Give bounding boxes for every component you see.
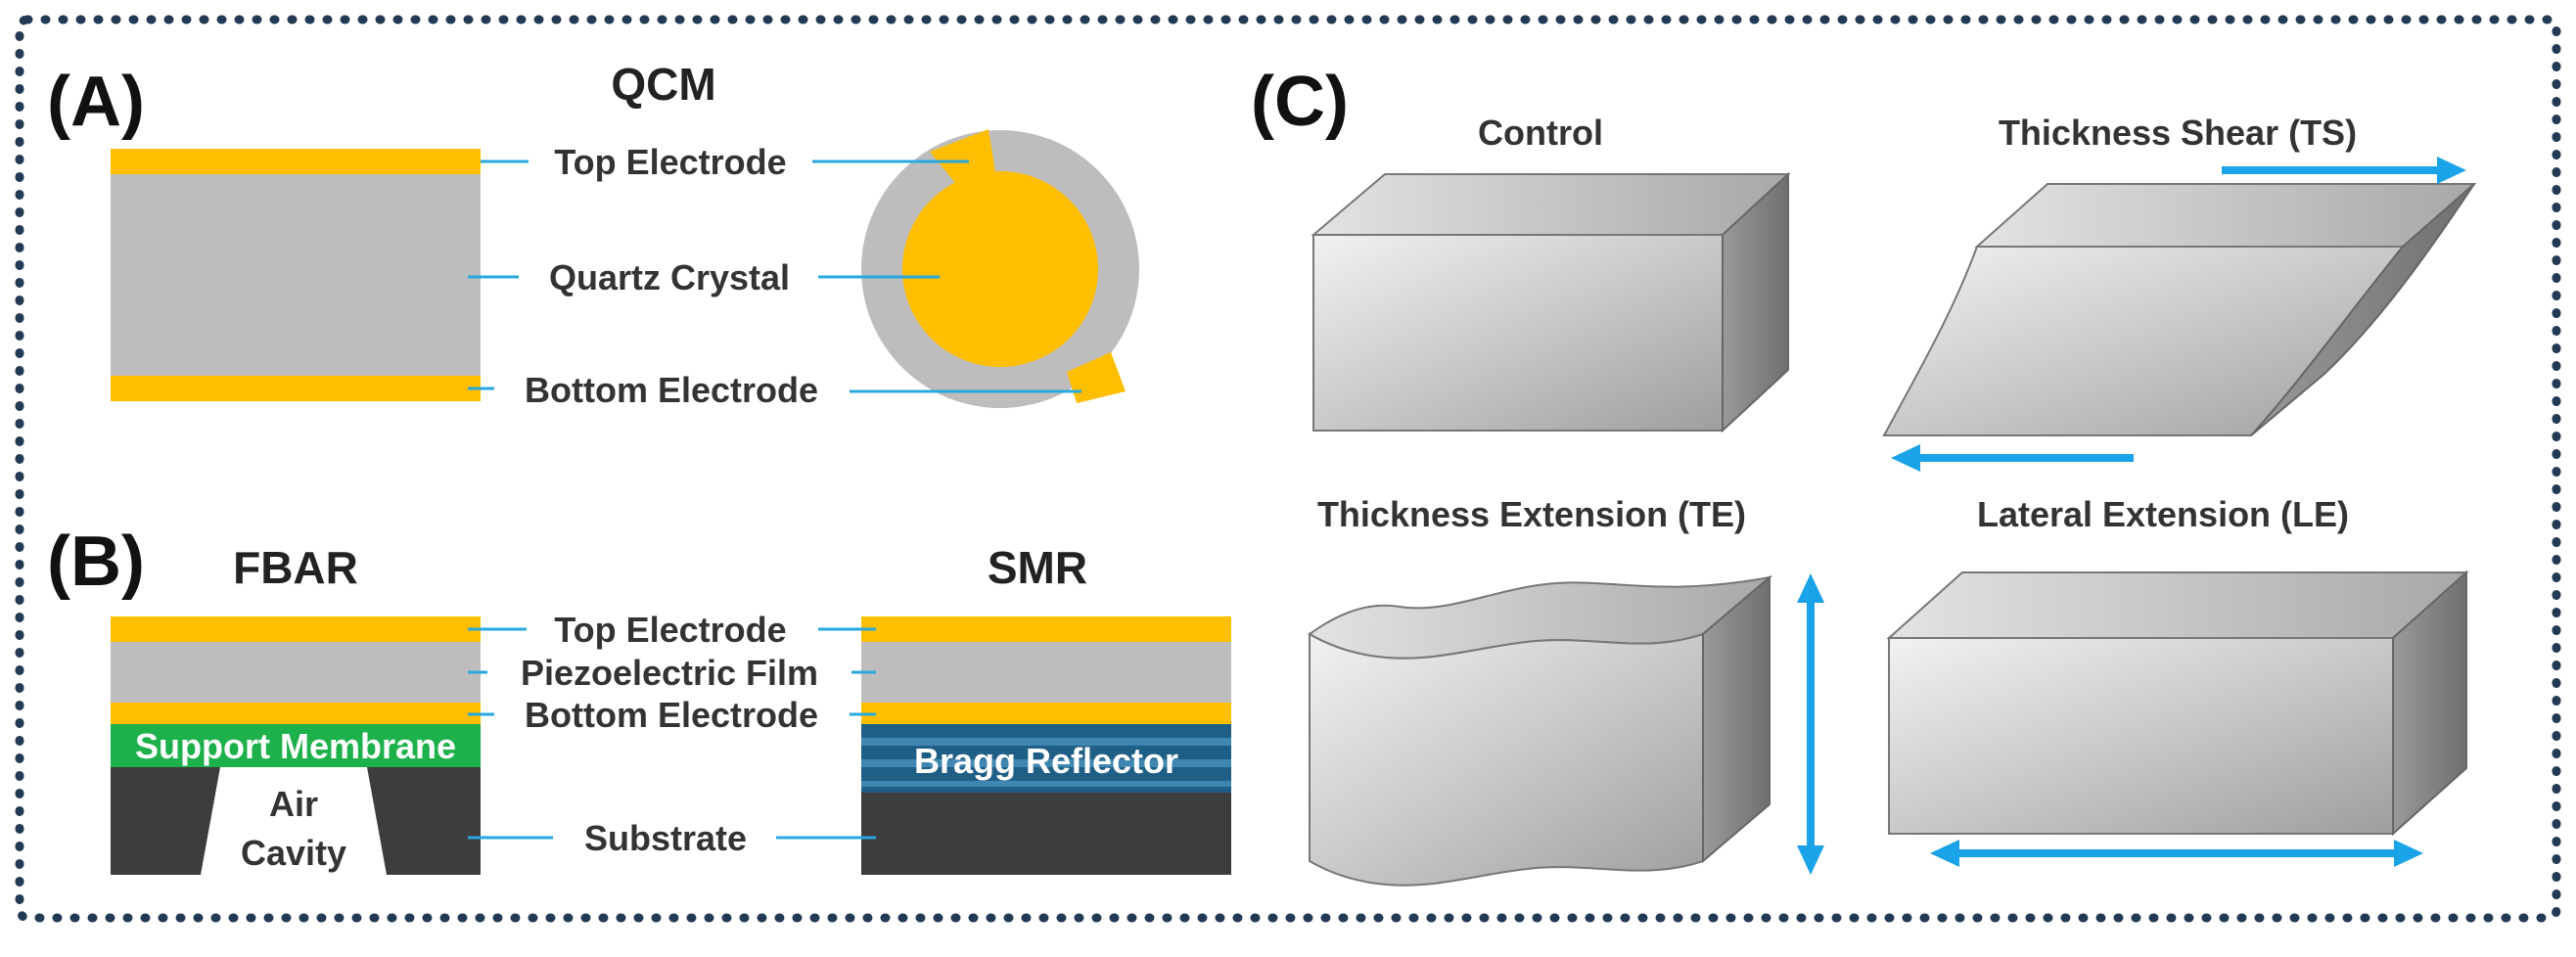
fbar-air-cavity-label-2: Cavity: [241, 833, 346, 873]
smr-bragg-reflector-label: Bragg Reflector: [914, 741, 1178, 781]
smr-title: SMR: [988, 542, 1087, 593]
panel-a-qcm: (A) QCM Top Electrode Quartz Crystal Bot…: [47, 59, 1139, 410]
mode-label-lateral-extension: Lateral Extension (LE): [1977, 494, 2349, 534]
smr-bragg-stripe-1: [861, 738, 1231, 746]
shear-arrow-top: [2222, 157, 2466, 184]
qcm-label-bottom-electrode: Bottom Electrode: [525, 370, 818, 410]
shear-arrow-bottom: [1891, 444, 2134, 472]
extension-arrow-horizontal: [1930, 840, 2423, 867]
baw-label-substrate: Substrate: [584, 818, 747, 858]
panel-b-letter: (B): [47, 523, 145, 601]
qcm-top-electrode-layer: [111, 149, 481, 174]
panel-c-modes: (C) Control Thickness Shear (TS) Thickne…: [1251, 63, 2477, 887]
fbar-title: FBAR: [233, 542, 358, 593]
crystal-control-side: [1722, 171, 1789, 433]
qcm-label-quartz-crystal: Quartz Crystal: [549, 257, 790, 297]
crystal-te-front: [1309, 632, 1704, 887]
crystal-te-side: [1702, 574, 1771, 864]
qcm-disk-top-electrode: [902, 171, 1098, 367]
crystal-ts-front: [1882, 246, 2406, 436]
mode-label-thickness-extension: Thickness Extension (TE): [1317, 494, 1746, 534]
smr-bragg-stripe-2: [861, 759, 1231, 767]
baw-label-top-electrode: Top Electrode: [554, 610, 786, 650]
baw-label-bottom-electrode: Bottom Electrode: [525, 695, 818, 735]
dotted-frame: [15, 15, 2561, 923]
panel-c-letter: (C): [1251, 63, 1349, 141]
smr-bragg-stripe-3: [861, 781, 1231, 787]
smr-substrate: [861, 793, 1231, 875]
crystal-control: [1311, 171, 1791, 433]
qcm-bottom-electrode-layer: [111, 376, 481, 401]
panel-a-letter: (A): [47, 63, 145, 141]
crystal-le-front: [1888, 637, 2394, 835]
crystal-ts-side: [2250, 183, 2475, 436]
fbar-support-membrane: [111, 724, 481, 767]
fbar-support-membrane-label: Support Membrane: [135, 726, 456, 766]
crystal-control-front: [1312, 234, 1724, 432]
smr-top-electrode: [861, 616, 1231, 642]
qcm-label-top-electrode: Top Electrode: [554, 142, 786, 182]
baw-label-piezo-film: Piezoelectric Film: [521, 653, 818, 693]
mode-label-control: Control: [1478, 113, 1603, 153]
crystal-thickness-extension: [1308, 574, 1773, 887]
smr-piezo-film: [861, 642, 1231, 703]
crystal-le-side: [2392, 570, 2467, 837]
smr-bottom-electrode: [861, 703, 1231, 724]
fbar-air-cavity-label-1: Air: [269, 784, 318, 824]
mode-label-thickness-shear: Thickness Shear (TS): [1999, 113, 2357, 153]
fbar-air-cavity: [201, 767, 387, 875]
fbar-piezo-film: [111, 642, 481, 703]
crystal-le-top: [1886, 571, 2469, 639]
crystal-control-top: [1311, 173, 1791, 236]
crystal-lateral-extension: [1886, 570, 2469, 837]
qcm-title: QCM: [611, 59, 715, 110]
crystal-thickness-shear: [1882, 183, 2477, 436]
crystal-ts-top: [1974, 183, 2477, 248]
extension-arrow-vertical: [1797, 573, 1824, 875]
qcm-quartz-layer: [111, 174, 481, 376]
panel-b-baw: (B) FBAR SMR Support Membrane Air Cavity…: [47, 523, 1231, 875]
fbar-bottom-electrode: [111, 703, 481, 724]
fbar-top-electrode: [111, 616, 481, 642]
